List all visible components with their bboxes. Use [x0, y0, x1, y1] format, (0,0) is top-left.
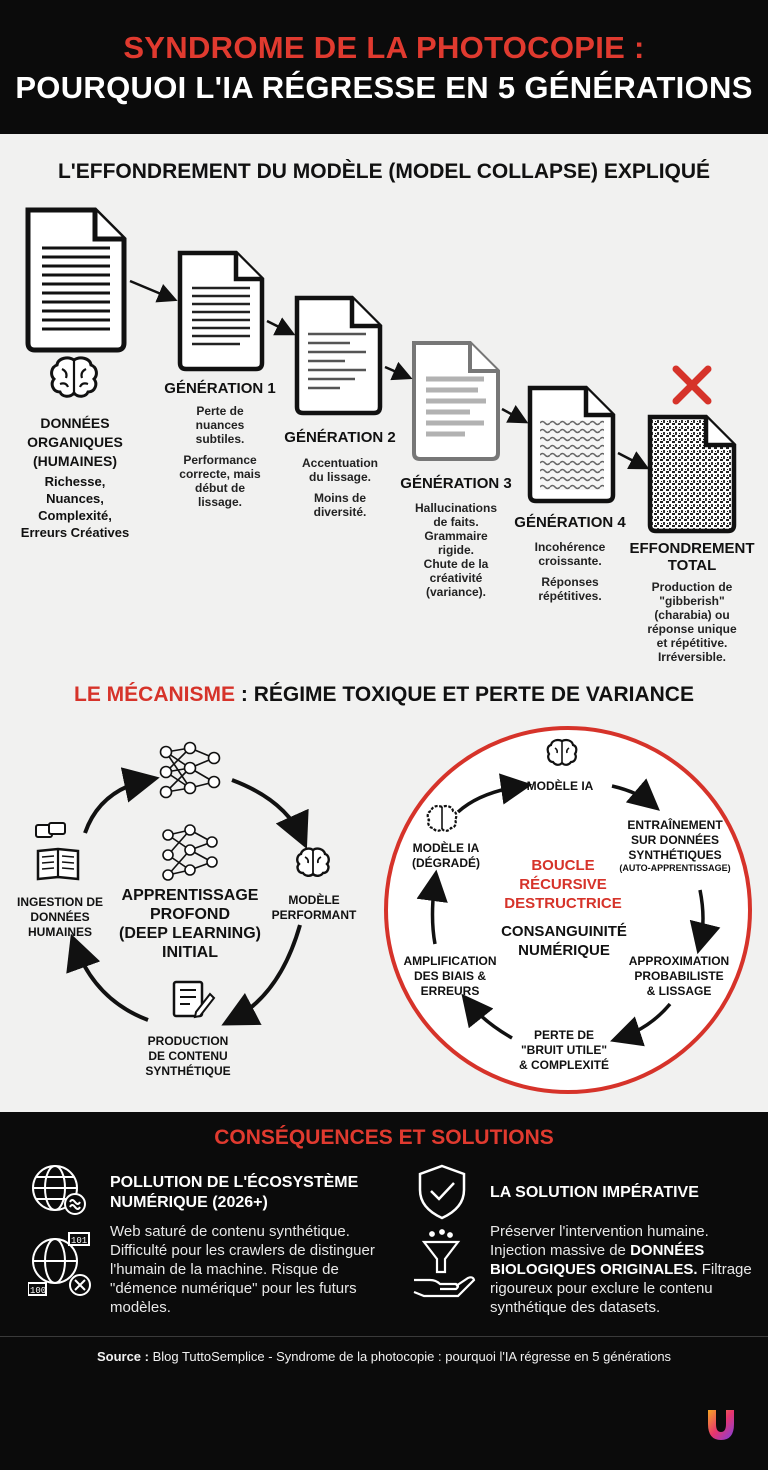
consequences-panel [0, 1112, 768, 1470]
footer-divider [0, 1336, 768, 1337]
svg-text:101: 101 [71, 1236, 87, 1246]
label-model-performant: MODÈLE PERFORMANT [271, 893, 357, 922]
gen3-block: GÉNÉRATION 3 Hallucinations de faits. Gr… [386, 475, 526, 599]
pollution-heading: POLLUTION DE L'ÉCOSYSTÈME NUMÉRIQUE (202… [110, 1174, 359, 1211]
left-cycle-center: APPRENTISSAGE PROFOND (DEEP LEARNING) IN… [119, 887, 261, 961]
gen4-desc-2: Réponses répétitives. [538, 575, 602, 603]
gen3-desc-3: Chute de la créativité (variance). [423, 557, 489, 599]
gen1-block: GÉNÉRATION 1 Perte de nuances subtiles. … [150, 380, 290, 516]
funnel-hand-icon [413, 1229, 476, 1298]
label-ingestion: INGESTION DE DONNÉES HUMAINES [16, 895, 103, 939]
svg-text:100: 100 [30, 1286, 46, 1296]
document-icon-total [647, 414, 737, 534]
red-x-icon [672, 365, 712, 405]
neural-network-center-icon [162, 824, 218, 881]
brain-icon-degraded [426, 804, 458, 832]
title-line-1: SYNDROME DE LA PHOTOCOPIE : [123, 30, 645, 65]
brain-icon-model [296, 847, 330, 877]
total-desc: Production de "gibberish" (charabia) ou … [647, 580, 737, 664]
document-icon-gen3 [412, 341, 500, 461]
left-cycle-diagram [35, 741, 330, 1026]
label-training: ENTRAÎNEMENT SUR DONNÉES SYNTHÉTIQUES (A… [619, 818, 731, 873]
gen4-block: GÉNÉRATION 4 Incohérence croissante. Rép… [500, 514, 640, 610]
brain-icon [50, 356, 98, 398]
origin-title: DONNÉES ORGANIQUES (HUMAINES) [27, 415, 123, 469]
header-banner: SYNDROME DE LA PHOTOCOPIE : POURQUOI L'I… [0, 0, 768, 134]
origin-desc: Richesse, Nuances, Complexité, Erreurs C… [20, 474, 130, 540]
section3-title: CONSÉQUENCES ET SOLUTIONS [214, 1126, 554, 1149]
document-icon-gen2 [294, 295, 383, 416]
total-title: EFFONDREMENT TOTAL [629, 540, 755, 574]
gen1-desc-1: Perte de nuances subtiles. [195, 404, 245, 446]
gen3-desc-2: Grammaire rigide. [424, 529, 488, 557]
document-icon-original [25, 207, 127, 353]
label-amplification: AMPLIFICATION DES BIAIS & ERREURS [403, 954, 497, 998]
solution-text: Préserver l'intervention humaine. Inject… [490, 1223, 752, 1316]
label-model-ia: MODÈLE IA [526, 779, 594, 793]
gen2-block: GÉNÉRATION 2 Accentuation du lissage. Mo… [270, 429, 410, 526]
gen2-desc-1: Accentuation du lissage. [301, 456, 378, 484]
brand-logo-icon [708, 1410, 734, 1440]
right-cycle-diagram [384, 726, 752, 1094]
gen4-desc-1: Incohérence croissante. [534, 540, 606, 568]
loop-center-red: BOUCLE RÉCURSIVE DESTRUCTRICE [504, 857, 622, 912]
loop-center-label: CONSANGUINITÉ NUMÉRIQUE [501, 923, 627, 959]
collapse-diagram [25, 207, 737, 534]
gen3-desc-1: Hallucinations de faits. [414, 501, 497, 529]
total-block: EFFONDREMENT TOTAL Production de "gibber… [622, 540, 762, 664]
label-model-degraded: MODÈLE IA (DÉGRADÉ) [412, 841, 480, 870]
section2-title: LE MÉCANISME : RÉGIME TOXIQUE ET PERTE D… [74, 683, 694, 706]
document-icon-gen1 [177, 250, 265, 372]
shield-check-icon [413, 1164, 476, 1298]
label-approximation: APPROXIMATION PROBABILISTE & LISSAGE [628, 954, 730, 998]
solution-heading: LA SOLUTION IMPÉRATIVE [490, 1184, 699, 1201]
gen2-title: GÉNÉRATION 2 [284, 429, 396, 446]
gen2-desc-2: Moins de diversité. [313, 491, 367, 519]
title-line-2: POURQUOI L'IA RÉGRESSE EN 5 GÉNÉRATIONS [15, 70, 753, 105]
section1-title: L'EFFONDREMENT DU MODÈLE (MODEL COLLAPSE… [57, 160, 711, 183]
gen4-title: GÉNÉRATION 4 [514, 514, 626, 531]
gen1-title: GÉNÉRATION 1 [164, 380, 276, 397]
brain-icon-ia [546, 738, 578, 766]
gen1-desc-2: Performance correcte, mais début de liss… [179, 453, 261, 509]
source-line: Source : Blog TuttoSemplice - Syndrome d… [96, 1349, 672, 1364]
gen3-title: GÉNÉRATION 3 [400, 475, 512, 492]
globe-icon: 101 100 [28, 1165, 91, 1296]
form-icon [172, 980, 216, 1019]
pollution-text: Web saturé de contenu synthétique. Diffi… [110, 1223, 375, 1316]
document-icon-gen4 [527, 385, 616, 504]
label-loss: PERTE DE "BRUIT UTILE" & COMPLEXITÉ [518, 1028, 609, 1072]
neural-network-icon [159, 741, 221, 799]
label-production: PRODUCTION DE CONTENU SYNTHÉTIQUE [145, 1034, 231, 1078]
book-icon [35, 822, 80, 881]
